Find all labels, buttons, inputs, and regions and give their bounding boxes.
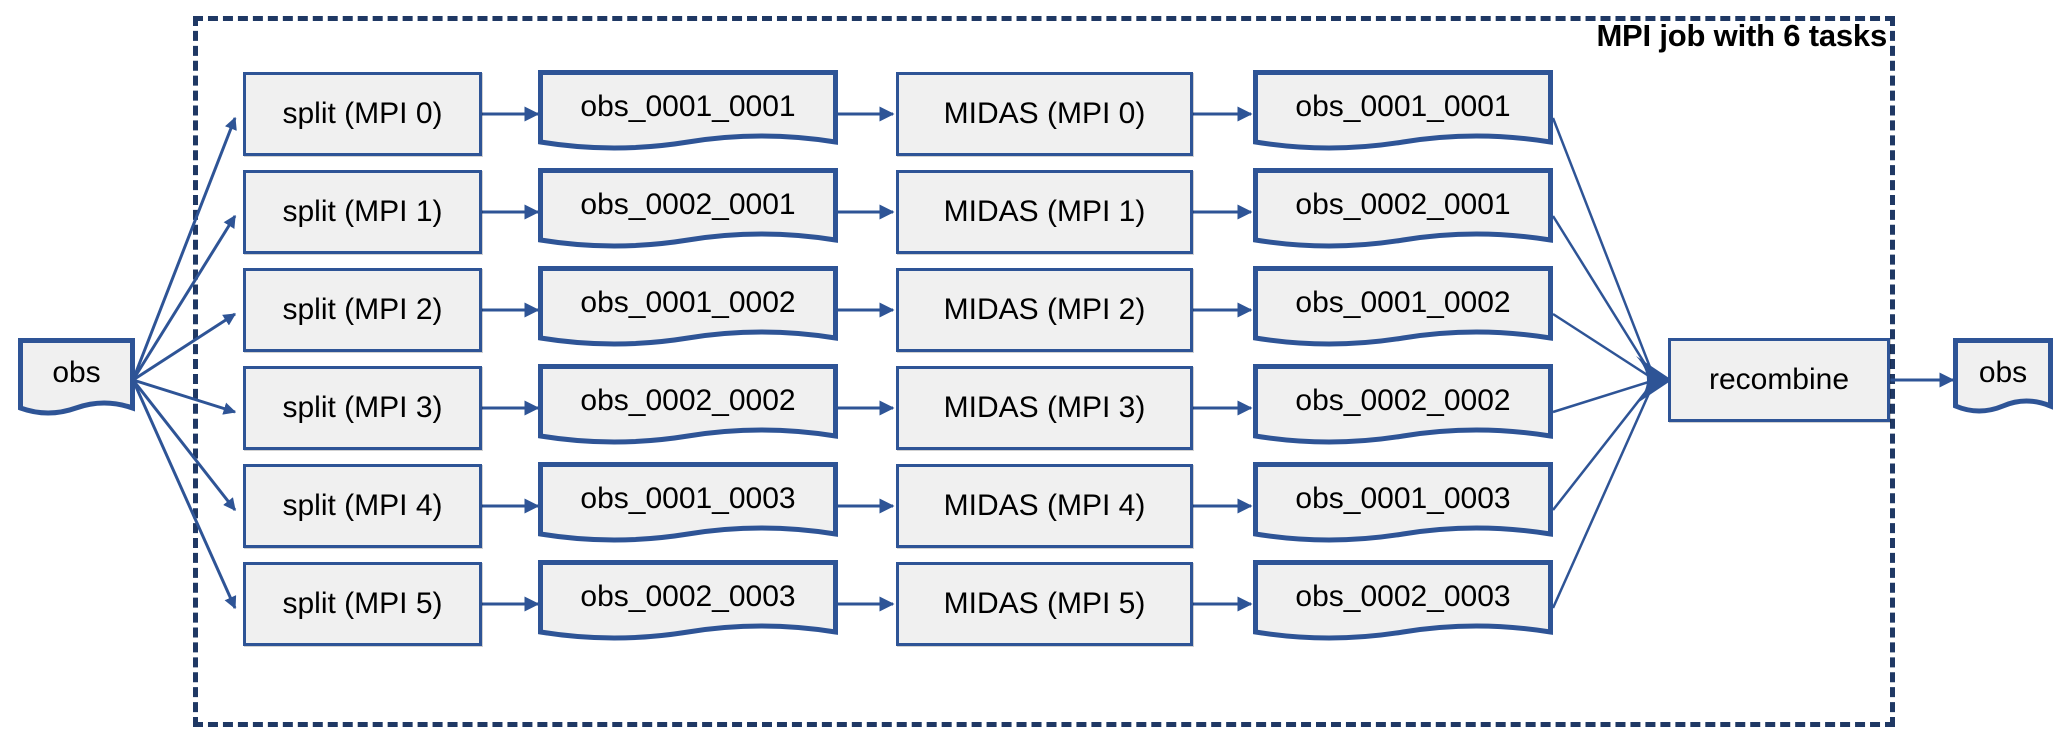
input-file-label-5: obs_0002_0003 bbox=[580, 580, 796, 613]
output-file-document-0[interactable]: obs_0001_0001 bbox=[1253, 70, 1553, 160]
midas-label-2: MIDAS (MPI 2) bbox=[943, 293, 1146, 326]
output-file-label-1: obs_0002_0001 bbox=[1295, 188, 1511, 221]
document-shape-icon bbox=[1253, 560, 1553, 641]
output-file-document-3[interactable]: obs_0002_0002 bbox=[1253, 364, 1553, 454]
document-shape-icon bbox=[1253, 364, 1553, 445]
recombine-label: recombine bbox=[1708, 363, 1850, 396]
output-file-document-1[interactable]: obs_0002_0001 bbox=[1253, 168, 1553, 258]
midas-box-1[interactable]: MIDAS (MPI 1) bbox=[896, 170, 1193, 254]
midas-box-0[interactable]: MIDAS (MPI 0) bbox=[896, 72, 1193, 156]
document-shape-icon bbox=[538, 462, 838, 543]
input-file-document-1[interactable]: obs_0002_0001 bbox=[538, 168, 838, 258]
document-shape-icon bbox=[538, 560, 838, 641]
input-file-document-3[interactable]: obs_0002_0002 bbox=[538, 364, 838, 454]
input-file-label-3: obs_0002_0002 bbox=[580, 384, 796, 417]
split-box-5[interactable]: split (MPI 5) bbox=[243, 562, 482, 646]
output-file-label-2: obs_0001_0002 bbox=[1295, 286, 1511, 319]
recombine-box[interactable]: recombine bbox=[1668, 338, 1890, 422]
document-shape-icon bbox=[538, 168, 838, 249]
output-obs-document[interactable]: obs bbox=[1953, 338, 2053, 422]
split-box-2[interactable]: split (MPI 2) bbox=[243, 268, 482, 352]
split-label-2: split (MPI 2) bbox=[282, 293, 443, 326]
split-label-1: split (MPI 1) bbox=[282, 195, 443, 228]
document-shape-icon bbox=[1253, 168, 1553, 249]
document-shape-icon bbox=[1253, 462, 1553, 543]
input-file-document-4[interactable]: obs_0001_0003 bbox=[538, 462, 838, 552]
midas-label-1: MIDAS (MPI 1) bbox=[943, 195, 1146, 228]
midas-box-2[interactable]: MIDAS (MPI 2) bbox=[896, 268, 1193, 352]
split-box-3[interactable]: split (MPI 3) bbox=[243, 366, 482, 450]
mpi-job-title: MPI job with 6 tasks bbox=[1596, 18, 1887, 53]
output-file-document-4[interactable]: obs_0001_0003 bbox=[1253, 462, 1553, 552]
output-file-document-5[interactable]: obs_0002_0003 bbox=[1253, 560, 1553, 650]
input-obs-label: obs bbox=[52, 356, 101, 389]
midas-label-4: MIDAS (MPI 4) bbox=[943, 489, 1146, 522]
output-file-label-5: obs_0002_0003 bbox=[1295, 580, 1511, 613]
output-file-document-2[interactable]: obs_0001_0002 bbox=[1253, 266, 1553, 356]
midas-label-0: MIDAS (MPI 0) bbox=[943, 97, 1146, 130]
midas-label-5: MIDAS (MPI 5) bbox=[943, 587, 1146, 620]
midas-box-3[interactable]: MIDAS (MPI 3) bbox=[896, 366, 1193, 450]
output-file-label-3: obs_0002_0002 bbox=[1295, 384, 1511, 417]
midas-box-4[interactable]: MIDAS (MPI 4) bbox=[896, 464, 1193, 548]
split-box-0[interactable]: split (MPI 0) bbox=[243, 72, 482, 156]
input-file-label-1: obs_0002_0001 bbox=[580, 188, 796, 221]
input-file-label-2: obs_0001_0002 bbox=[580, 286, 796, 319]
document-shape-icon bbox=[1953, 338, 2053, 414]
document-shape-icon bbox=[538, 266, 838, 347]
midas-label-3: MIDAS (MPI 3) bbox=[943, 391, 1146, 424]
split-label-0: split (MPI 0) bbox=[282, 97, 443, 130]
input-file-document-5[interactable]: obs_0002_0003 bbox=[538, 560, 838, 650]
split-label-4: split (MPI 4) bbox=[282, 489, 443, 522]
input-file-label-0: obs_0001_0001 bbox=[580, 90, 796, 123]
midas-box-5[interactable]: MIDAS (MPI 5) bbox=[896, 562, 1193, 646]
input-file-document-0[interactable]: obs_0001_0001 bbox=[538, 70, 838, 160]
split-box-1[interactable]: split (MPI 1) bbox=[243, 170, 482, 254]
input-file-label-4: obs_0001_0003 bbox=[580, 482, 796, 515]
split-box-4[interactable]: split (MPI 4) bbox=[243, 464, 482, 548]
document-shape-icon bbox=[538, 364, 838, 445]
input-obs-document[interactable]: obs bbox=[18, 338, 135, 422]
split-label-5: split (MPI 5) bbox=[282, 587, 443, 620]
split-label-3: split (MPI 3) bbox=[282, 391, 443, 424]
document-shape-icon bbox=[538, 70, 838, 151]
output-obs-label: obs bbox=[1978, 356, 2028, 389]
output-file-label-0: obs_0001_0001 bbox=[1295, 90, 1511, 123]
document-shape-icon bbox=[18, 338, 135, 416]
input-file-document-2[interactable]: obs_0001_0002 bbox=[538, 266, 838, 356]
document-shape-icon bbox=[1253, 70, 1553, 151]
output-file-label-4: obs_0001_0003 bbox=[1295, 482, 1511, 515]
document-shape-icon bbox=[1253, 266, 1553, 347]
